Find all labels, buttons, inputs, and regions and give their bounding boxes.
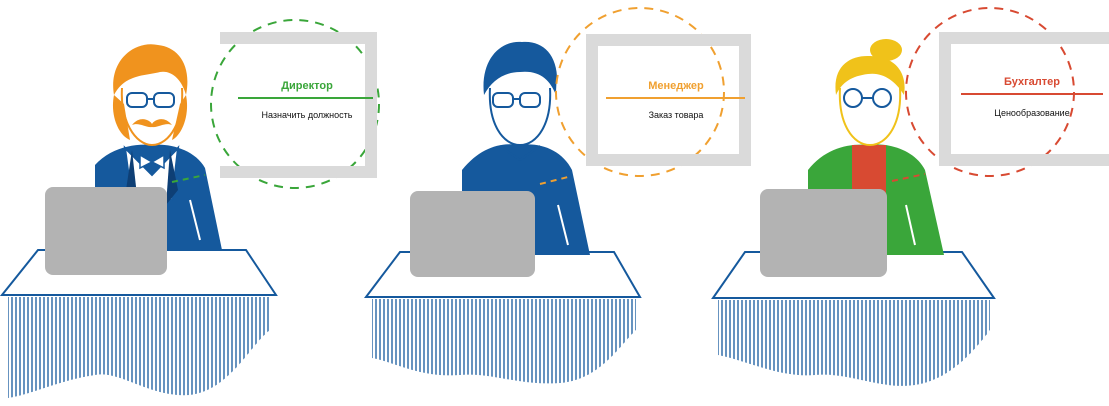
director-mustache	[132, 119, 172, 128]
manager-laptop	[410, 191, 535, 277]
director-hair	[113, 44, 188, 95]
accountant-head	[835, 39, 905, 147]
accountant-task: Ценообразование	[994, 108, 1069, 118]
manager-title: Менеджер	[648, 80, 704, 92]
director-desk-stripes	[8, 297, 269, 398]
manager-desk-stripes	[372, 299, 636, 384]
manager-figure: Менеджер Заказ товара	[363, 7, 751, 384]
accountant-title: Бухгалтер	[1004, 76, 1060, 88]
director-task: Назначить должность	[262, 110, 353, 120]
accountant-bubble: Бухгалтер Ценообразование	[905, 7, 1109, 177]
director-figure: Директор Назначить должность	[0, 19, 380, 398]
director-head	[112, 44, 188, 147]
manager-hair	[483, 41, 558, 95]
manager-bubble: Менеджер Заказ товара	[555, 7, 751, 177]
director-laptop	[45, 187, 167, 275]
accountant-desk-stripes	[718, 300, 990, 386]
accountant-laptop	[760, 189, 887, 277]
manager-task: Заказ товара	[649, 110, 704, 120]
accountant-hair	[835, 55, 905, 95]
manager-head	[483, 41, 558, 147]
accountant-hair-bun	[870, 39, 902, 61]
director-bubble: Директор Назначить должность	[210, 19, 380, 189]
accountant-figure: Бухгалтер Ценообразование	[711, 7, 1109, 386]
director-title: Директор	[281, 80, 333, 92]
